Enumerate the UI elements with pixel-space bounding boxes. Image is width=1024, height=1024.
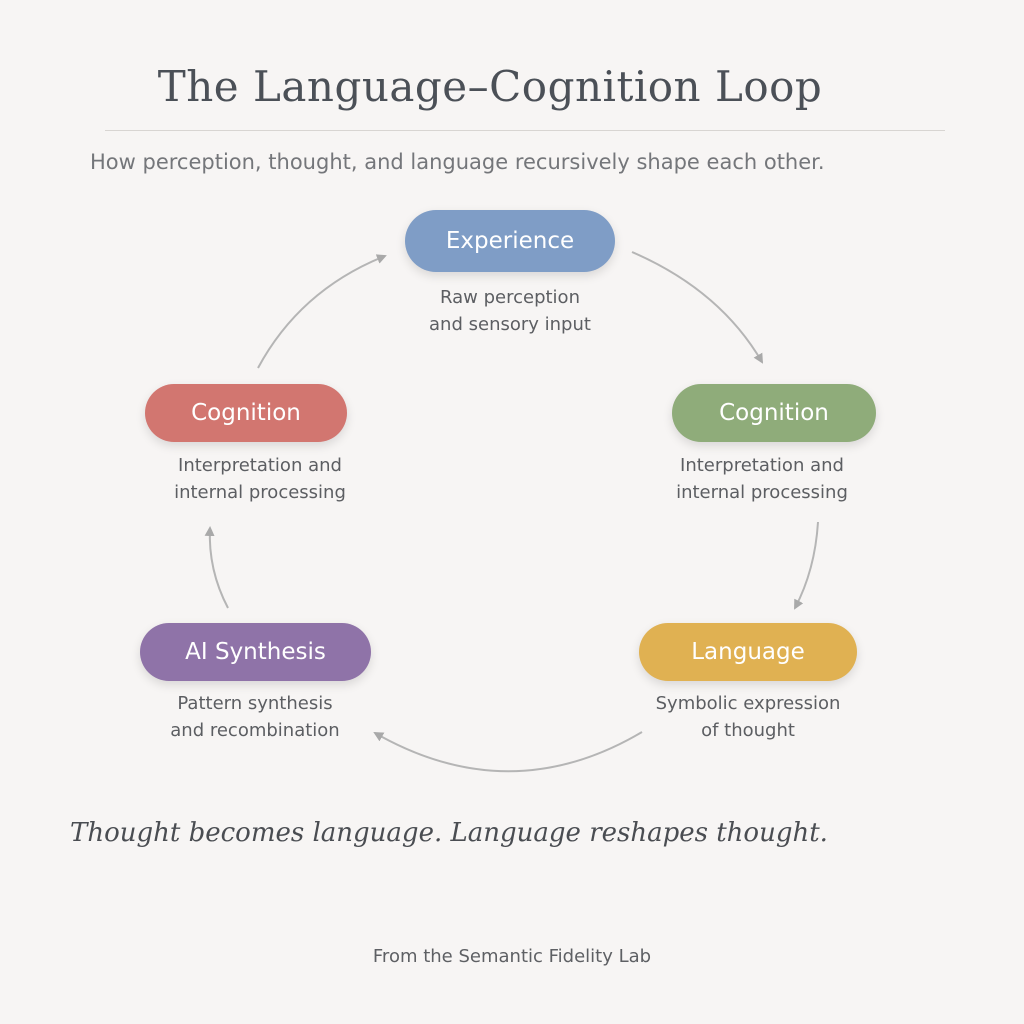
- node-ai-synthesis: AI Synthesis: [140, 623, 371, 681]
- node-label: Experience: [445, 228, 575, 254]
- node-experience: Experience: [405, 210, 615, 272]
- footer-credit: From the Semantic Fidelity Lab: [372, 946, 652, 967]
- arrow-experience-to-cognition: [631, 251, 764, 364]
- page-title: The Language–Cognition Loop: [157, 62, 823, 111]
- arrow-cognition-to-language: [794, 521, 819, 610]
- node-label: AI Synthesis: [185, 639, 326, 665]
- arrow-synthesis-to-cognition: [204, 526, 229, 609]
- subtitle: How perception, thought, and language re…: [90, 150, 825, 174]
- arrow-language-to-synthesis: [373, 731, 643, 773]
- node-cognition-right: Cognition: [672, 384, 876, 442]
- title-divider: [105, 130, 945, 131]
- node-language: Language: [639, 623, 857, 681]
- node-label: Cognition: [719, 400, 829, 426]
- node-label: Cognition: [191, 400, 301, 426]
- tagline-quote: Thought becomes language. Language resha…: [70, 818, 828, 848]
- node-label: Language: [691, 639, 805, 665]
- arrow-cognition-to-experience: [257, 254, 387, 369]
- node-cognition-left: Cognition: [145, 384, 347, 442]
